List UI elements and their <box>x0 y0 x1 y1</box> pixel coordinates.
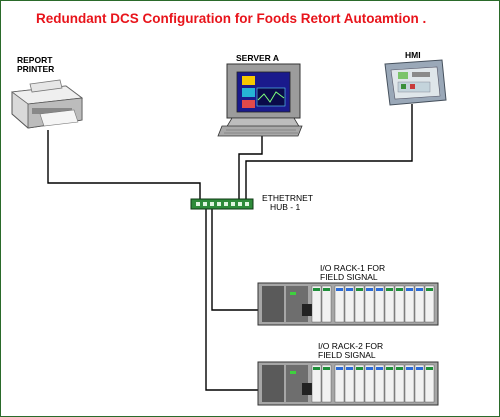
rack2-label-line2: FIELD SIGNAL <box>318 350 376 360</box>
cable-printer-hub <box>47 130 201 199</box>
network-cables <box>47 104 413 391</box>
hub-label-line2: HUB - 1 <box>270 202 301 212</box>
printer-label-line2: PRINTER <box>17 64 55 74</box>
ethernet-hub-icon <box>190 198 254 210</box>
server-label: SERVER A <box>236 53 279 63</box>
rack1-label-line2: FIELD SIGNAL <box>320 272 378 282</box>
rack2-label-line1: I/O RACK-2 FOR <box>318 341 384 351</box>
rack2-label: I/O RACK-2 FOR FIELD SIGNAL <box>318 342 383 360</box>
rack1-label: I/O RACK-1 FOR FIELD SIGNAL <box>320 264 385 282</box>
printer-label: REPORT PRINTER <box>17 56 54 74</box>
cable-hmi-hub <box>245 104 413 199</box>
io-rack-icon <box>257 282 439 326</box>
printer-icon <box>10 79 84 129</box>
hmi-panel-icon <box>384 59 447 106</box>
cable-hub-rack2 <box>205 209 262 391</box>
hub-label-line1: ETHETRNET <box>262 193 313 203</box>
diagram-title: Redundant DCS Configuration for Foods Re… <box>36 11 427 26</box>
cable-server-hub <box>238 136 263 199</box>
io-rack-icon <box>257 361 439 406</box>
printer-label-line1: REPORT <box>17 55 53 65</box>
rack1-label-line1: I/O RACK-1 FOR <box>320 263 386 273</box>
hub-label: ETHETRNET HUB - 1 <box>262 194 313 212</box>
hmi-label: HMI <box>405 50 421 60</box>
cable-hub-rack1 <box>211 209 262 311</box>
computer-workstation-icon <box>217 63 303 137</box>
